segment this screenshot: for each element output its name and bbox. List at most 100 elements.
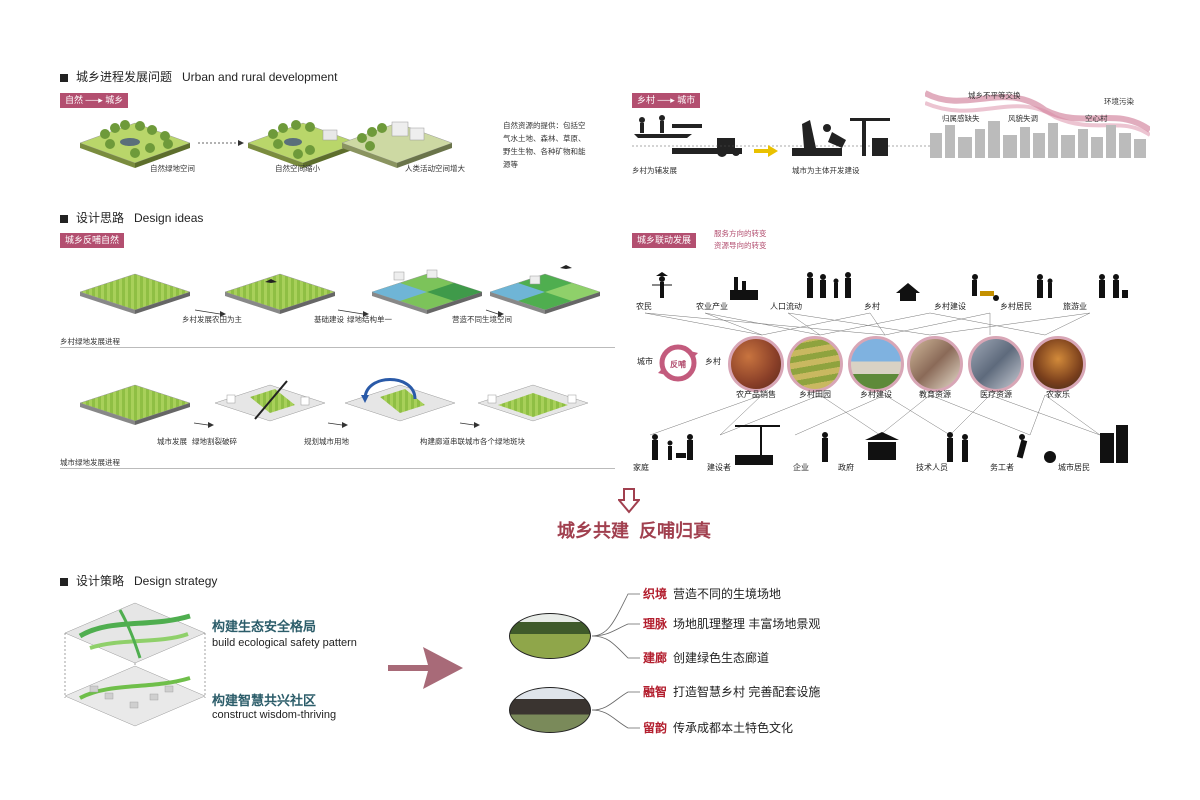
bullet-square-icon xyxy=(60,214,68,223)
circle-label-4: 教育资源 xyxy=(919,390,951,399)
tile-human-expansion xyxy=(341,121,453,168)
strategy-item-3: 建廊创建绿色生态廊道 xyxy=(643,651,770,665)
urban-tile-3 xyxy=(344,378,456,422)
nature-evolution-diagram xyxy=(80,120,453,168)
tag-rural-to-urban: 乡村 ──▸ 城市 xyxy=(632,93,701,108)
rural-tile-2 xyxy=(224,273,336,314)
top-actor-4: 乡村 xyxy=(864,302,880,311)
stage-label-1: 自然绿地空间 xyxy=(150,164,195,173)
village-construction-image xyxy=(848,336,904,392)
tag-nature-to-urban: 自然 ──▸ 城乡 xyxy=(60,93,129,108)
bottom-actor-1: 家庭 xyxy=(633,463,649,472)
village-label: 乡村 xyxy=(705,357,721,366)
strategy-item-5: 留韵传承成都本土特色文化 xyxy=(643,721,794,735)
circle-label-6: 农家乐 xyxy=(1046,390,1070,399)
yellow-arrow-icon xyxy=(754,145,778,157)
crane-icon xyxy=(735,425,780,465)
tag-linkage-development: 城乡联动发展 xyxy=(632,233,697,248)
ecology-landscape-image xyxy=(509,613,591,659)
wave-label-style: 风貌失调 xyxy=(1008,114,1038,123)
city-buildings-icon xyxy=(1100,425,1128,463)
strategy-item-1: 织境营造不同的生境场地 xyxy=(643,587,782,601)
stage-label-2: 自然空间缩小 xyxy=(275,164,320,173)
circle-label-5: 医疗资源 xyxy=(980,390,1012,399)
strategy-item-2: 理脉场地肌理整理 丰富场地景观 xyxy=(643,617,821,631)
factory-icon xyxy=(730,277,758,300)
urban-label: 城市为主体开发建设 xyxy=(792,166,860,175)
strategy-brackets xyxy=(591,593,640,729)
strategy-layer-diagram xyxy=(64,602,206,727)
farmhouse-image xyxy=(1030,336,1086,392)
rural-tile-4 xyxy=(489,265,601,314)
divider xyxy=(60,468,615,469)
resident-icon xyxy=(1037,274,1053,298)
direction-notes: 服务方向的转变 资源导向的转变 xyxy=(714,229,767,250)
feedback-label: 反哺 xyxy=(670,360,686,369)
down-arrow-icon xyxy=(618,488,640,514)
tractor-icon xyxy=(672,138,742,157)
tile-shrinking xyxy=(247,120,359,168)
top-actor-icons xyxy=(652,272,1128,301)
top-actor-5: 乡村建设 xyxy=(934,302,966,311)
construction-icon xyxy=(792,118,890,156)
top-actor-3: 人口流动 xyxy=(770,302,802,311)
urban-green-process-diagram xyxy=(80,378,589,428)
bullet-square-icon xyxy=(60,577,68,586)
bullet-square-icon xyxy=(60,73,68,82)
government-building-icon xyxy=(865,432,899,460)
rural-tile-3 xyxy=(371,269,483,314)
urban-tile-2 xyxy=(214,380,326,422)
layer2-title: 构建智慧共兴社区 xyxy=(212,693,317,708)
urban-step-4: 构建廊道串联城市各个绿地斑块 xyxy=(420,437,525,446)
rural-tile-1 xyxy=(80,273,191,314)
medical-image xyxy=(968,336,1024,392)
ecological-layer xyxy=(64,602,206,664)
urban-step-1: 城市发展 xyxy=(157,437,187,446)
network-lines xyxy=(644,312,1101,436)
circle-label-1: 农产品销售 xyxy=(736,390,776,399)
migrant-worker-icon xyxy=(1016,434,1056,463)
feedback-cycle-icon xyxy=(658,344,698,382)
tag-feedback-nature: 城乡反哺自然 xyxy=(60,233,125,248)
technician-icon xyxy=(947,432,968,462)
village-house-icon xyxy=(896,283,920,301)
layer2-subtitle: construct wisdom-thriving xyxy=(212,709,337,721)
bottom-actor-4: 政府 xyxy=(838,463,854,472)
skyline-icon xyxy=(930,121,1146,158)
family-icon xyxy=(652,434,693,460)
rural-step-5: 营造不同生境空间 xyxy=(452,315,512,324)
tourist-icon xyxy=(1099,274,1128,298)
people-flow-icon xyxy=(807,272,851,298)
farm-products-image xyxy=(728,336,784,392)
bottom-actor-icons xyxy=(652,425,1128,465)
rural-step-2: 农田为主 xyxy=(212,315,242,324)
worker-wheelbarrow-icon xyxy=(972,274,999,301)
circle-label-3: 乡村建设 xyxy=(860,390,892,399)
strategy-item-4: 融智打造智慧乡村 完善配套设施 xyxy=(643,685,821,699)
top-actor-1: 农民 xyxy=(636,302,652,311)
rural-step-1: 乡村发展 xyxy=(182,315,212,324)
urban-tile-1 xyxy=(80,384,191,425)
divider xyxy=(60,347,615,348)
circle-label-2: 乡村田园 xyxy=(799,390,831,399)
farmer-boat-icon xyxy=(634,115,702,138)
bottom-actor-3: 企业 xyxy=(793,463,809,472)
farmer-icon xyxy=(652,272,672,298)
urban-step-2: 绿地割裂破碎 xyxy=(192,437,237,446)
city-label: 城市 xyxy=(637,357,653,366)
top-actor-7: 旅游业 xyxy=(1063,302,1087,311)
community-layer xyxy=(64,665,206,727)
wave-label-hollow-village: 空心村 xyxy=(1085,114,1108,123)
rural-fields-image xyxy=(787,336,843,392)
wave-label-pollution: 环境污染 xyxy=(1104,97,1134,106)
rural-urban-illustration xyxy=(632,115,932,157)
rural-process-caption: 乡村绿地发展进程 xyxy=(60,337,120,346)
bottom-actor-6: 务工者 xyxy=(990,463,1014,472)
rural-step-3: 基础建设 xyxy=(314,315,344,324)
top-actor-2: 农业产业 xyxy=(696,302,728,311)
urban-step-3: 规划城市用地 xyxy=(304,437,349,446)
bottom-actor-2: 建设者 xyxy=(707,463,731,472)
